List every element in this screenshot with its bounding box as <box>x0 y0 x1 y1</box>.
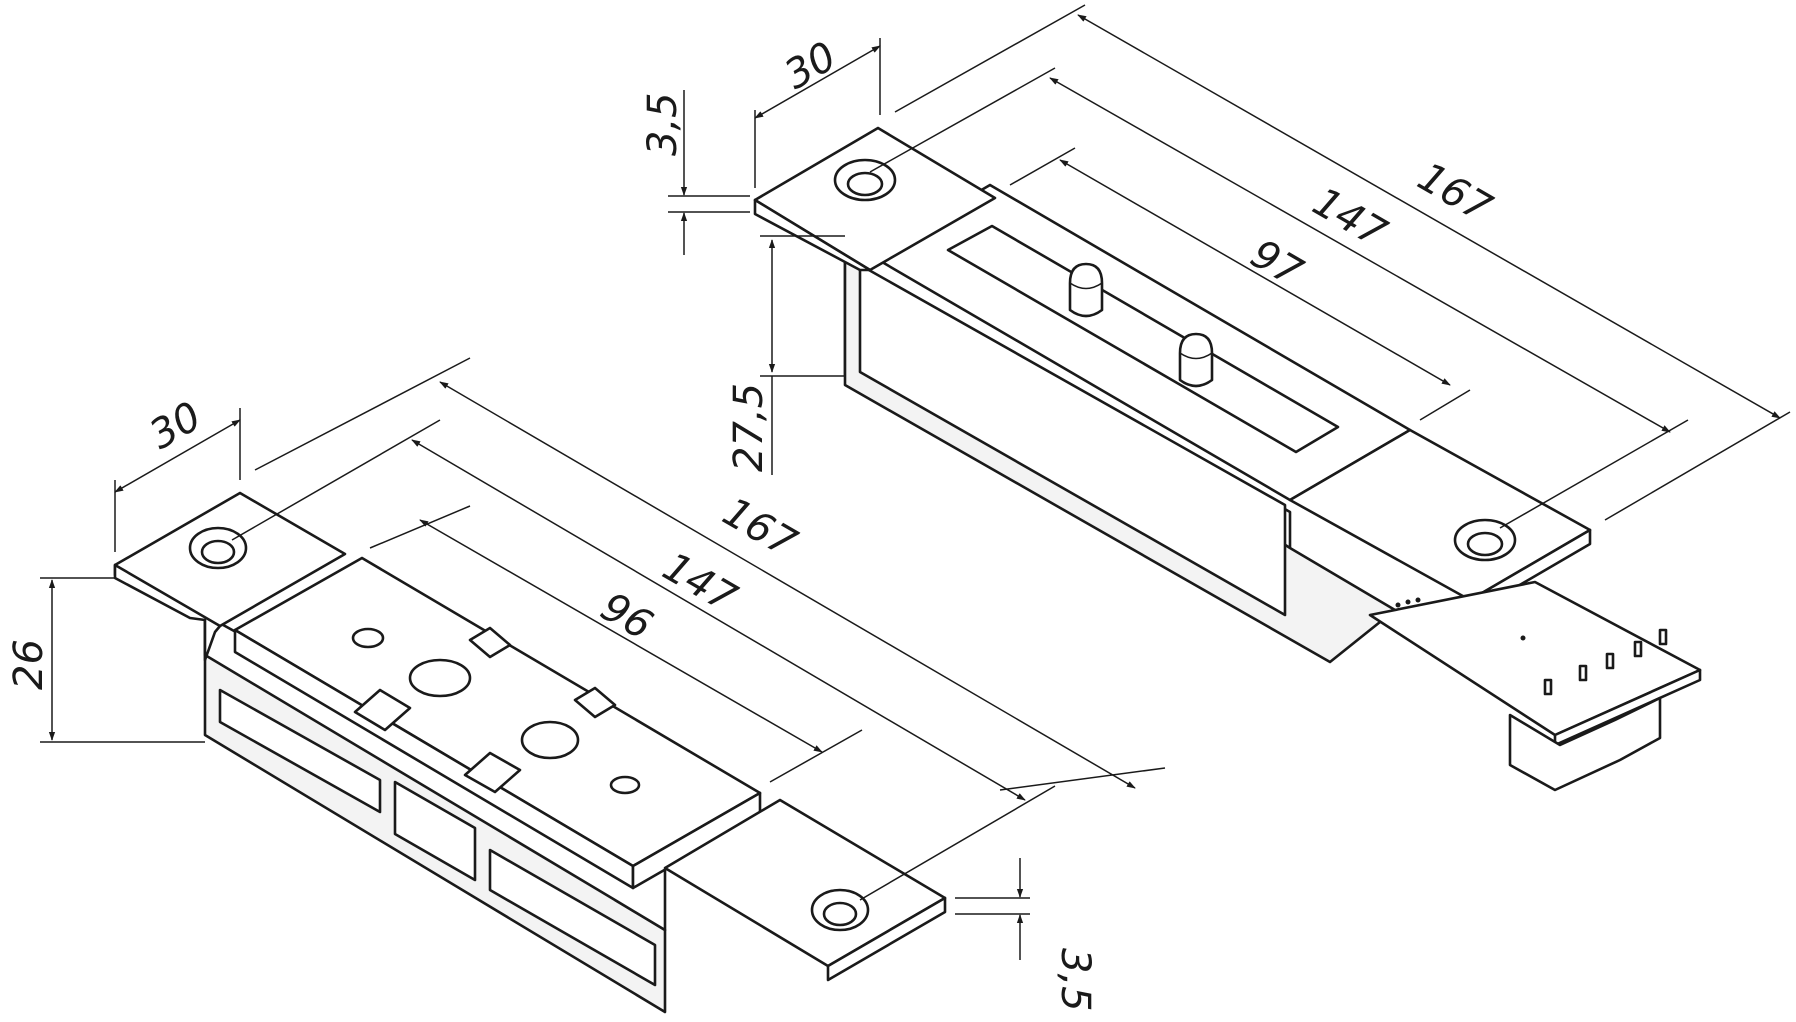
left-dim-height: 26 <box>6 639 52 690</box>
right-board-pins <box>1395 597 1668 696</box>
left-window-2 <box>393 780 477 882</box>
left-oval-hole-1 <box>408 658 472 698</box>
right-dim-height: 27,5 <box>726 383 772 472</box>
right-pin-2 <box>1178 332 1214 388</box>
right-dim-inner-length: 97 <box>1243 231 1311 297</box>
left-mounting-plate-left-edge <box>113 563 222 662</box>
left-dim-width: 30 <box>142 393 209 458</box>
right-screw-hole-2-inner <box>1466 531 1504 557</box>
left-screw-hole-2-inner <box>822 901 858 927</box>
left-wedge-1 <box>353 688 412 732</box>
left-dim-hole-spacing: 147 <box>655 544 745 622</box>
left-oval-hole-2 <box>520 720 580 760</box>
right-dim-hole-spacing: 147 <box>1305 179 1395 257</box>
left-screw-hole-1-inner <box>200 539 236 565</box>
left-small-hole-1 <box>351 627 385 649</box>
left-dim-thickness: 3,5 <box>1052 948 1098 1012</box>
right-connector <box>1508 696 1662 792</box>
right-pin-1 <box>1068 262 1104 318</box>
left-window-3 <box>488 848 657 987</box>
right-screw-hole-1-inner <box>846 171 884 197</box>
right-electric-strike <box>753 126 1702 792</box>
right-mounting-plate-left-edge <box>753 198 872 272</box>
left-window-1 <box>218 688 382 814</box>
right-dim-overall: 167 <box>1410 154 1500 232</box>
left-strike-plate <box>113 491 947 1014</box>
right-dim-width: 30 <box>777 33 844 98</box>
left-small-hole-2 <box>609 775 641 795</box>
left-dim-plate-length: 96 <box>593 584 660 649</box>
left-dim-overall: 167 <box>715 489 805 567</box>
right-dim-thickness: 3,5 <box>640 92 686 156</box>
left-mounting-plate-right-edge <box>826 896 947 982</box>
